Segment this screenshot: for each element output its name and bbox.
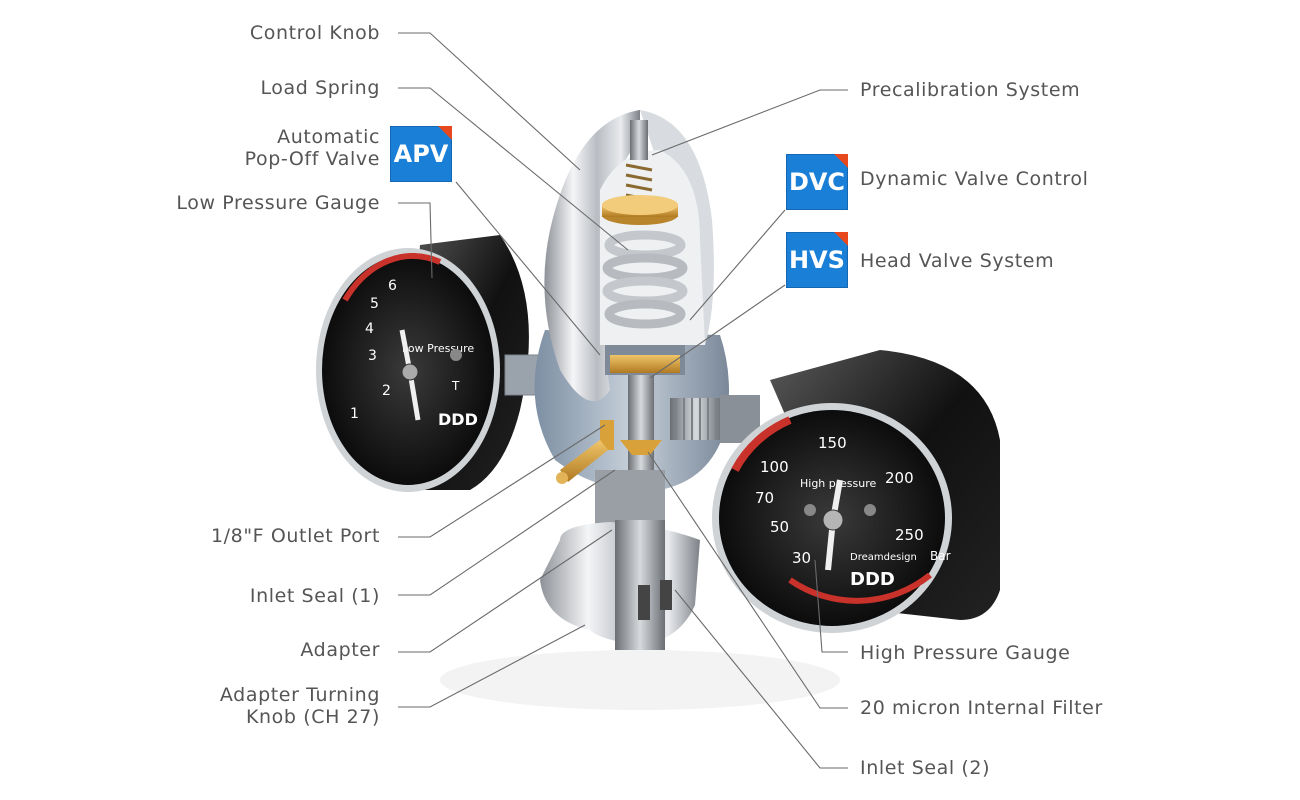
adapter-assembly	[540, 470, 700, 650]
badge-corner-icon	[834, 232, 848, 246]
label-control-knob: Control Knob	[249, 22, 380, 44]
label-inlet-seal-1: Inlet Seal (1)	[249, 585, 380, 607]
high-pressure-gauge: 30 50 70 100 150 200 250 High pressure B…	[712, 350, 1000, 633]
high-gauge-tick-150: 150	[818, 434, 847, 452]
low-gauge-tick-5: 5	[370, 296, 379, 312]
leader-load-spring	[398, 87, 629, 251]
label-adapter: Adapter	[300, 639, 380, 661]
leader-outlet-port	[398, 424, 606, 538]
leader-inlet-seal-1	[398, 469, 616, 596]
dvc-badge: DVC	[786, 154, 848, 210]
label-outlet-port: 1/8"F Outlet Port	[210, 525, 380, 547]
label-load-spring: Load Spring	[260, 77, 380, 99]
low-gauge-title: Low Pressure	[402, 342, 474, 355]
badge-corner-icon	[438, 126, 452, 140]
label-precalibration: Precalibration System	[860, 79, 1081, 101]
leader-control-knob	[398, 32, 581, 171]
high-gauge-tick-100: 100	[760, 458, 789, 476]
high-gauge-brand-small: Dreamdesign	[850, 552, 917, 563]
low-gauge-unit: T	[451, 379, 460, 393]
high-gauge-brand: DDD	[850, 569, 895, 590]
apv-badge: APV	[390, 126, 452, 182]
label-filter: 20 micron Internal Filter	[860, 697, 1103, 719]
high-gauge-tick-200: 200	[885, 469, 914, 487]
low-gauge-tick-6: 6	[388, 278, 397, 294]
label-adapter-knob-line1: Adapter Turning	[219, 684, 380, 706]
high-gauge-tick-70: 70	[755, 489, 774, 507]
low-gauge-tick-1: 1	[350, 406, 359, 422]
low-gauge-tick-3: 3	[368, 348, 377, 364]
leader-apv	[455, 181, 601, 356]
label-hvs: Head Valve System	[860, 250, 1055, 272]
leader-precalibration	[651, 89, 848, 156]
high-gauge-tick-250: 250	[895, 526, 924, 544]
label-inlet-seal-2: Inlet Seal (2)	[860, 757, 991, 779]
low-gauge-brand: DDD	[438, 410, 478, 429]
high-gauge-tick-30: 30	[792, 549, 811, 567]
low-pressure-gauge: 2 3 4 5 6 1 Low Pressure T DDD	[316, 235, 529, 492]
label-adapter-knob-line2: Knob (CH 27)	[245, 706, 380, 728]
leader-dvc	[689, 209, 786, 321]
floor-shadow	[440, 650, 840, 710]
dvc-badge-text: DVC	[788, 168, 846, 196]
apv-badge-text: APV	[393, 140, 449, 168]
leader-lines	[398, 32, 848, 769]
leader-high-gauge	[814, 559, 848, 653]
leader-inlet-seal-2	[674, 589, 848, 769]
label-high-pressure-gauge: High Pressure Gauge	[860, 642, 1071, 664]
leader-hvs	[649, 284, 786, 379]
hvs-badge: HVS	[786, 232, 848, 288]
high-gauge-unit: Bar	[930, 549, 951, 563]
leader-adapter-knob	[398, 624, 586, 708]
low-gauge-tick-2: 2	[382, 383, 391, 399]
leader-filter	[647, 451, 848, 709]
leader-low-gauge	[398, 202, 433, 279]
high-gauge-tick-50: 50	[770, 518, 789, 536]
leader-adapter	[398, 529, 613, 653]
badge-corner-icon	[834, 154, 848, 168]
regulator-body	[534, 110, 760, 491]
label-dvc: Dynamic Valve Control	[860, 168, 1089, 190]
label-apv-line2: Pop-Off Valve	[244, 148, 380, 170]
low-gauge-tick-4: 4	[365, 321, 374, 337]
label-apv-line1: Automatic	[277, 126, 380, 148]
hvs-badge-text: HVS	[789, 246, 845, 274]
label-low-pressure-gauge: Low Pressure Gauge	[176, 192, 380, 214]
